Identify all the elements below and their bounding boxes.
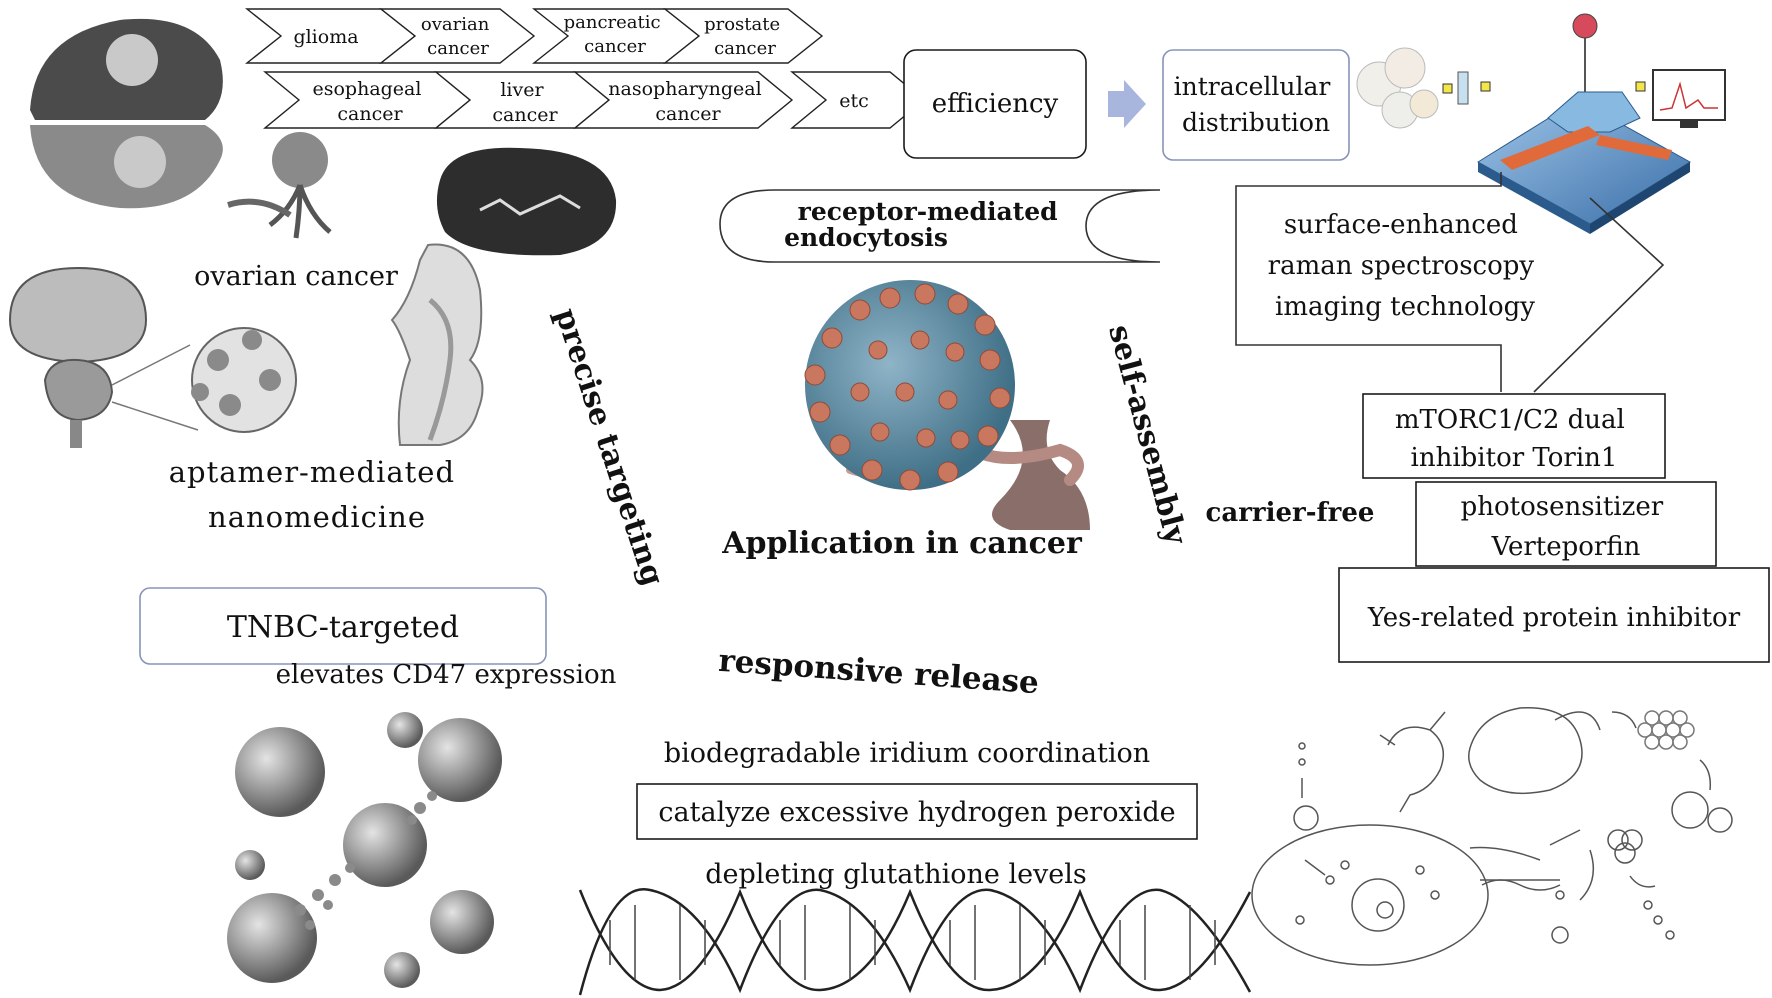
organ-illustration-ovary [227, 132, 332, 239]
line-2: cancer [427, 38, 489, 59]
self-assembly-label: self-assembly [1101, 321, 1194, 549]
organ-illustration-brain-slices [30, 18, 223, 209]
tnbc-label: TNBC-targeted [227, 610, 459, 645]
chevron-prostate-cancer: prostate cancer [662, 8, 824, 64]
line-2: Verteporfin [1491, 532, 1641, 562]
yap-inhibitor-box: Yes-related protein inhibitor [1338, 567, 1770, 663]
line-1: surface-enhanced [1284, 210, 1518, 240]
chevron-label-two-line: ovarian cancer [421, 14, 495, 59]
chevron-esophageal-cancer: esophageal cancer [263, 71, 472, 129]
line-2: cancer [655, 103, 721, 125]
line-1: photosensitizer [1461, 492, 1664, 522]
line-1: esophageal [312, 78, 421, 100]
sers-illustration [1356, 13, 1726, 234]
aptamer-nanomedicine-label: aptamer-mediated nanomedicine [169, 455, 466, 534]
chevron-label-two-line: liver cancer [492, 79, 558, 126]
efficiency-label: efficiency [932, 89, 1059, 119]
chevron-label-two-line: nasopharyngeal cancer [608, 78, 767, 125]
line-2: cancer [492, 104, 558, 126]
tnbc-box: TNBC-targeted [139, 587, 547, 665]
depleting-glutathione-label: depleting glutathione levels [705, 859, 1087, 890]
line-2: cancer [714, 38, 776, 59]
verteporfin-label: photosensitizer Verteporfin [1461, 492, 1672, 562]
nanocluster-illustration [227, 712, 502, 988]
line-1: intracellular [1174, 72, 1331, 101]
chevron-etc: etc [790, 71, 926, 129]
elevates-cd47-label: elevates CD47 expression [276, 660, 617, 690]
line-1: aptamer-mediated [169, 455, 455, 489]
organ-illustration-tumor [436, 147, 617, 256]
receptor-mediated-shape: receptor-mediated endocytosis [719, 189, 1161, 263]
catalyze-h2o2-label: catalyze excessive hydrogen peroxide [658, 797, 1175, 828]
base-pairs [609, 905, 1216, 980]
line-1: mTORC1/C2 dual [1395, 405, 1625, 435]
responsive-release-label: responsive release [717, 643, 1040, 701]
chevron-label-two-line: esophageal cancer [312, 78, 427, 125]
sers-box: surface-enhanced raman spectroscopy imag… [1235, 172, 1665, 393]
flow-arrow-icon [1108, 80, 1146, 128]
chevron-label-two-line: prostate cancer [704, 14, 786, 59]
chevron-pancreatic-cancer: pancreatic cancer [531, 8, 701, 64]
line-2: cancer [584, 36, 646, 57]
receptor-mediated-label: receptor-mediated endocytosis [784, 197, 1066, 252]
torin-label: mTORC1/C2 dual inhibitor Torin1 [1395, 405, 1633, 473]
intracellular-distribution-label: intracellular distribution [1174, 72, 1339, 137]
biodegradable-iridium-label: biodegradable iridium coordination [664, 738, 1150, 769]
line-2: raman spectroscopy [1268, 251, 1535, 281]
efficiency-box: efficiency [903, 49, 1087, 159]
line-1: nasopharyngeal [608, 78, 761, 100]
particle-trail [294, 791, 437, 930]
line-2: inhibitor Torin1 [1411, 443, 1618, 473]
dna-helix-illustration [578, 887, 1252, 996]
line-2: cancer [337, 103, 403, 125]
line-1: receptor-mediated [798, 197, 1058, 226]
line-2: distribution [1182, 108, 1330, 137]
line-3: imaging technology [1275, 292, 1535, 322]
chevron-label: glioma [293, 26, 358, 48]
line-2: nanomedicine [208, 500, 426, 534]
line-1: pancreatic [564, 12, 661, 33]
organ-illustration-bladder-prostate [8, 266, 297, 448]
chevron-label: etc [839, 90, 869, 112]
chevron-label-two-line: pancreatic cancer [564, 12, 667, 57]
catalyze-h2o2-box: catalyze excessive hydrogen peroxide [636, 783, 1198, 840]
application-in-cancer-label: Application in cancer [721, 526, 1083, 561]
verteporfin-box: photosensitizer Verteporfin [1415, 481, 1717, 567]
carrier-free-label: carrier-free [1206, 498, 1375, 528]
surface-bumps [804, 283, 1011, 491]
sers-label: surface-enhanced raman spectroscopy imag… [1268, 210, 1543, 322]
intracellular-distribution-box: intracellular distribution [1162, 49, 1350, 161]
line-2: endocytosis [784, 223, 948, 252]
cancer-type-chevrons: glioma ovarian cancer pancreatic cancer … [244, 8, 926, 129]
organ-illustration-head-section [390, 243, 484, 446]
chevron-ovarian-cancer: ovarian cancer [378, 8, 536, 64]
line-1: liver [500, 79, 544, 101]
line-1: prostate [704, 14, 780, 35]
ovarian-cancer-label: ovarian cancer [194, 261, 398, 292]
cellular-process-sketch [1251, 707, 1733, 966]
precise-targeting-label: precise targeting [548, 304, 671, 590]
chevron-nasopharyngeal-cancer: nasopharyngeal cancer [573, 71, 794, 129]
nanoparticle-illustration [804, 280, 1090, 530]
torin-box: mTORC1/C2 dual inhibitor Torin1 [1362, 393, 1666, 479]
chevron-glioma: glioma [244, 8, 417, 64]
line-1: ovarian [421, 14, 490, 35]
yap-inhibitor-label: Yes-related protein inhibitor [1367, 603, 1741, 633]
